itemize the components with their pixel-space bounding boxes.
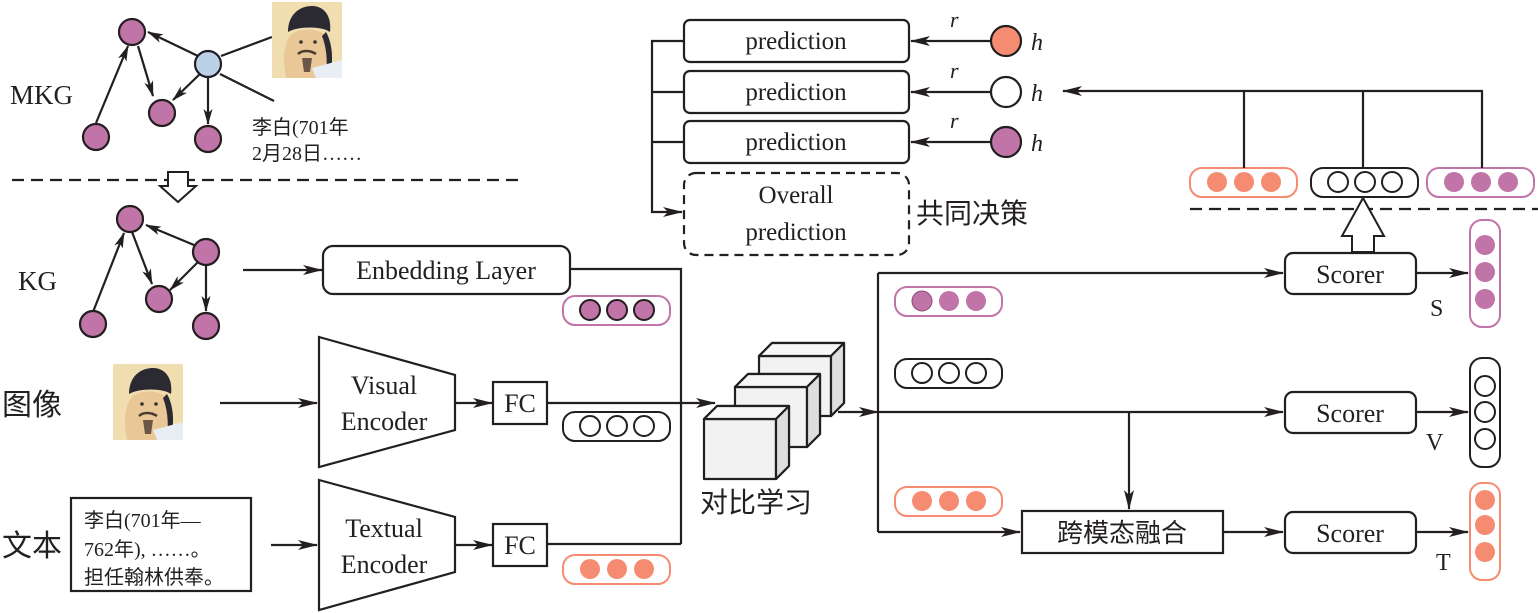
kg-node: [115, 204, 145, 234]
mkg-node: [147, 98, 177, 128]
prediction-aggregation-line: [650, 39, 684, 217]
text-input-line: 李白(701年—: [84, 509, 202, 532]
head-entity-structure: [989, 125, 1023, 159]
visual-encoder-trapezoid: [317, 335, 457, 469]
mkg-edge: [136, 45, 155, 97]
kg-node: [78, 309, 108, 339]
mkg-edge: [172, 71, 203, 101]
structure-embedding-vector: [562, 295, 671, 326]
kg-edge: [145, 223, 195, 247]
kg-node: [191, 311, 221, 341]
kg-node: [191, 237, 221, 267]
head-entity-text: [989, 24, 1023, 58]
mkg-text-link: [219, 73, 275, 102]
prediction-label: prediction: [745, 129, 847, 156]
mkg-entity-text-line2: 2月28日……: [252, 143, 362, 165]
fc-textual-box: [491, 522, 549, 568]
prediction-group: prediction prediction prediction Overall…: [650, 7, 1043, 257]
prediction-label: prediction: [745, 79, 847, 106]
kg-node: [144, 284, 174, 314]
kg-edge: [169, 260, 200, 291]
contrastive-learning-label: 对比学习: [700, 487, 812, 519]
image-input-label: 图像: [2, 389, 62, 422]
hollow-arrow-icon: [157, 171, 199, 204]
text-input-label: 文本: [2, 530, 62, 563]
relation-label: r: [950, 108, 959, 133]
output-v-label: V: [1426, 430, 1444, 456]
text-input-line: 762年), ……。: [84, 538, 211, 561]
head-label: h: [1031, 81, 1043, 107]
visual-embedding-vector: [562, 411, 671, 442]
cross-modal-fusion-label: 跨模态融合: [1057, 519, 1187, 548]
prediction-label: prediction: [745, 28, 847, 55]
mkg-node: [193, 124, 223, 154]
scorer-t-label: Scorer: [1316, 519, 1384, 548]
prediction-box-visual: [682, 69, 911, 115]
prediction-box-structure: [682, 119, 911, 165]
kg-edge: [91, 232, 126, 313]
mkg-node: [81, 122, 111, 152]
mkg-graph: MKG 李白(701年 2月28日……: [10, 0, 362, 165]
text-score-vector: [1469, 482, 1501, 581]
structure-score-vector: [1469, 219, 1501, 328]
text-embedding-vector: [562, 554, 671, 585]
overall-prediction-box: [682, 171, 911, 257]
head-label: h: [1031, 30, 1043, 56]
text-branch-vector: [894, 486, 1003, 517]
aggregated-structure-vector: [1426, 167, 1535, 198]
kg-graph: KG: [18, 204, 221, 341]
fc-textual-label: FC: [504, 531, 536, 560]
output-s-label: S: [1430, 296, 1443, 322]
hollow-arrow-icon: [1340, 195, 1386, 253]
head-entity-visual: [989, 75, 1023, 109]
mkg-edge: [147, 31, 199, 57]
prediction-box-text: [682, 18, 911, 64]
overall-prediction-label-line1: Overall: [759, 182, 834, 209]
fc-visual-label: FC: [504, 389, 536, 418]
text-input-line: 担任翰林供奉。: [84, 566, 224, 589]
text-input-box: [69, 496, 253, 593]
aggregated-visual-vector: [1310, 167, 1419, 198]
mkg-label: MKG: [10, 80, 73, 110]
textual-encoder-trapezoid: [317, 478, 457, 612]
structure-branch-vector: [894, 286, 1003, 317]
joint-decision-label: 共同决策: [916, 198, 1028, 230]
embedding-output-line: [570, 267, 683, 544]
scorer-v-label: Scorer: [1316, 399, 1384, 428]
portrait-image-icon: [111, 362, 185, 442]
textual-encoder-label-line2: Encoder: [341, 550, 428, 579]
mkg-node: [117, 17, 147, 47]
scorer-s-label: Scorer: [1316, 260, 1384, 289]
relation-label: r: [950, 7, 959, 32]
textual-encoder-label-line1: Textual: [345, 514, 423, 543]
kg-edge: [130, 231, 154, 285]
head-label: h: [1031, 131, 1043, 157]
output-t-label: T: [1436, 550, 1451, 576]
embedding-layer-label: Enbedding Layer: [356, 256, 536, 285]
visual-encoder-label-line1: Visual: [351, 371, 417, 400]
overall-prediction-label-line2: prediction: [745, 219, 847, 246]
aggregated-text-vector: [1189, 167, 1298, 198]
mkg-entity-node: [193, 49, 223, 79]
mkg-entity-text-line1: 李白(701年: [252, 116, 349, 139]
visual-branch-vector: [894, 358, 1003, 389]
kg-label: KG: [18, 266, 57, 296]
mkg-edge: [94, 45, 130, 124]
visual-score-vector: [1469, 357, 1501, 468]
cube-stack-icon: [702, 341, 846, 481]
visual-encoder-label-line2: Encoder: [341, 407, 428, 436]
mkg-image-link: [220, 35, 273, 58]
relation-label: r: [950, 58, 959, 83]
portrait-image-icon: [270, 0, 344, 80]
